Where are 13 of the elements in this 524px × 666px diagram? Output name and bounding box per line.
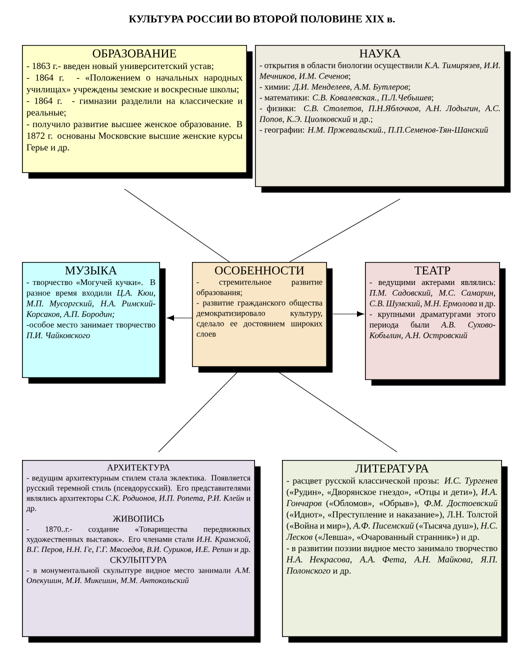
connector: [166, 315, 192, 321]
info-box: НАУКА - открытия в области биологии осуществили К.А. Тимирязев, И.И. Мечников, И.М. Сеченов; - химии: Д.И. Менделеев, А.М. Бутлеров; - математики: С.В. Ковалевская., П.Л.Чебышев; - физики: С.В. Столетов, П.Н.Яблочков, А.Н. Лодыгин, А.С. Попов, К.Э. Циолковский и др.; - географии: Н.М. Пржевальский., П.П.Семенов-Тян-Шанский: [255, 45, 511, 193]
connector: [158, 370, 240, 452]
connector: [124, 188, 230, 262]
connector: [332, 311, 364, 317]
info-box: АРХИТЕКТУРА - ведущим архитектурным стилем стала эклектика. Появляется русский теремной стиль (псевдорусский). Его представителями являлись архитекторы С.К. Родионов, И.П. Ропета, Р.И. Клейн и др. ЖИВОПИСЬ - 1870..г.- создание «Товарищества передвижных художественных выставок». Его членами стали И.Н. Крамской, В.Г. Перов, Н.Н. Ге, Г.Г. Мясоедов, В.И. Суриков, И.Е. Репин и др. СКУЛЬПТУРА - в монументальной скульптуре видное место занимали А.М. Опекушин, М.И. Микешин, М.М. Антокольский: [22, 460, 261, 643]
info-box: ТЕАТР - ведущими актерами являлись: П.М. Садовский, М.С. Самарин, С.В. Шумский, М.Н. Ермолова и др. - крупными драматургами этого периода были А.В. Сухово-Кобылин, А.Н. Островский: [365, 262, 506, 386]
info-box: ОСОБЕННОСТИ - стремительное развитие образования; - развитие гражданского общества демократизировало культуру, сделало ее достоянием широких слоев: [192, 262, 333, 373]
title: КУЛЬТУРА РОССИИ ВО ВТОРОЙ ПОЛОВИНЕ XIX в.: [128, 13, 395, 23]
connector: [289, 198, 400, 262]
info-box: ЛИТЕРАТУРА - расцвет русской классической прозы: И.С. Тургенев («Рудин», «Дворянское гнездо», «Отцы и дети»), И.А. Гончаров («Обломов», «Обрыв»), Ф.М. Достоевский («Идиот», «Преступление и наказание»), Л.Н. Толстой («Война и мир»), А.Ф. Писемский («Тысяча душ»), Н.С. Лесков («Левша», «Очарованный странник») и др. - в развитии поэзии видное место занимало творчество Н.А. Некрасова, А.А. Фета, А.Н. Майкова, Я.П. Полонского и др.: [282, 460, 508, 643]
info-box: ОБРАЗОВАНИЕ - 1863 г.- введен новый университетский устав; - 1864 г. - «Положением о начальных народных училищах» учреждены земские и воскресные школы; - 1864 г. - гимназии разделили на классические и реальные; - получило развитие высшее женское образование. В 1872 г. основаны Московские высшие женские курсы Герье и др.: [22, 45, 253, 179]
info-box: МУЗЫКА - творчество «Могучей кучки». В разное время входили Ц.А. Кюи, М.П. Мусоргский, Н.А. Римский-Корсаков, А.П. Бородин; -особое место занимает творчество П.И. Чайковского: [22, 262, 166, 384]
